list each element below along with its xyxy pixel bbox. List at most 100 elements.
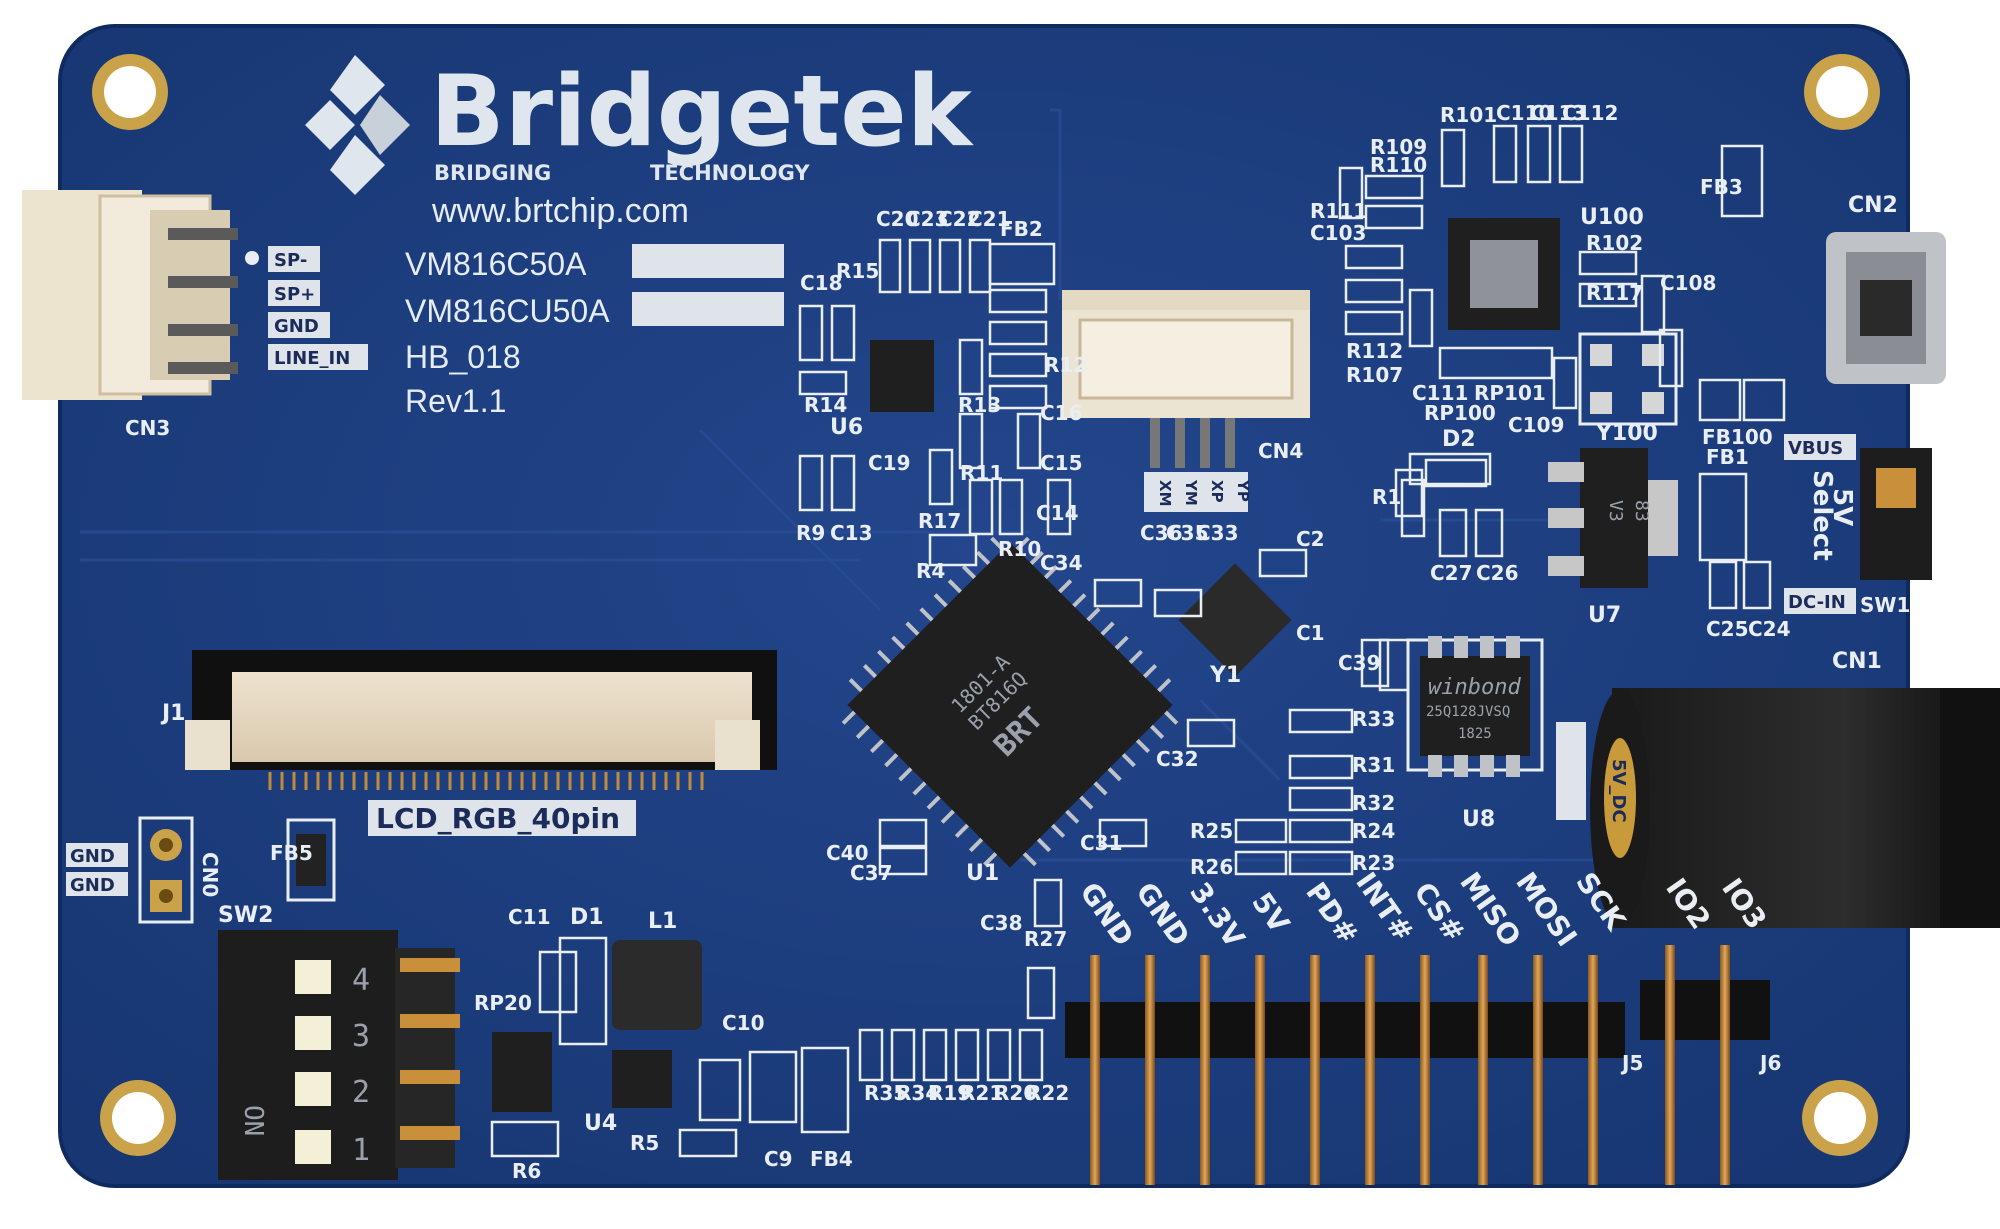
designator-c103: C103 <box>1310 221 1366 245</box>
u7-line-2: 83 <box>1631 500 1652 522</box>
sw2-dip-switch[interactable] <box>218 930 460 1180</box>
designator-rp20: RP20 <box>474 991 532 1015</box>
designator-r20: R20 <box>994 1081 1037 1105</box>
designator-u7: U7 <box>1588 603 1621 628</box>
vbus-label: VBUS <box>1788 438 1843 459</box>
designator-c37: C37 <box>850 861 893 885</box>
designator-rp100: RP100 <box>1424 401 1496 425</box>
designator-c36: C36 <box>1140 521 1183 545</box>
j1-label: J1 <box>160 701 186 726</box>
designator-fb1: FB1 <box>1706 445 1749 469</box>
gnd-label-bottom: GND <box>70 875 115 896</box>
designator-r25: R25 <box>1190 819 1233 843</box>
designator-rp101: RP101 <box>1474 381 1546 405</box>
speaker-label-line-in: LINE_IN <box>274 348 350 369</box>
dip-number-2: 2 <box>352 1075 370 1110</box>
dip-number-3: 3 <box>352 1019 370 1054</box>
designator-c111: C111 <box>1412 381 1468 405</box>
designator-r19: R19 <box>928 1081 971 1105</box>
designator-c25: C25 <box>1706 617 1749 641</box>
model-blank-box-2 <box>632 292 784 326</box>
designator-r13: R13 <box>958 393 1001 417</box>
sw1-label: SW1 <box>1860 593 1910 617</box>
designator-r5: R5 <box>630 1131 659 1155</box>
cn2-label: CN2 <box>1848 193 1898 218</box>
designator-r35: R35 <box>864 1081 907 1105</box>
designator-r23: R23 <box>1352 851 1395 875</box>
logo-name: Bridgetek <box>430 55 975 169</box>
designator-fb5: FB5 <box>270 841 313 865</box>
cn4-pin-yp: YP <box>1234 479 1252 502</box>
board-revision: Rev1.1 <box>405 383 506 419</box>
designator-r21: R21 <box>960 1081 1003 1105</box>
designator-l1: L1 <box>648 909 677 934</box>
logo-tagline-right: TECHNOLOGY <box>650 161 810 185</box>
pcb-traces <box>80 108 1600 1060</box>
designator-c1: C1 <box>1296 621 1325 645</box>
designator-c108: C108 <box>1660 271 1716 295</box>
designator-u8: U8 <box>1462 807 1495 832</box>
designator-r9: R9 <box>796 521 825 545</box>
designator-labels: U1 U4 U6 U7 U8 U100 Y1 Y100 D1 D2 L1 R1 … <box>270 101 1791 1183</box>
designator-c2: C2 <box>1296 527 1325 551</box>
designator-c31: C31 <box>1080 831 1123 855</box>
designator-r32: R32 <box>1352 791 1395 815</box>
dip-number-4: 4 <box>352 963 370 998</box>
cn3-label: CN3 <box>125 416 170 440</box>
designator-r110: R110 <box>1370 153 1427 177</box>
designator-d2: D2 <box>1442 427 1476 452</box>
designator-c19: C19 <box>868 451 911 475</box>
designator-r117: R117 <box>1586 281 1643 305</box>
designator-c40: C40 <box>826 841 869 865</box>
u8-line-2: 1825 <box>1458 726 1492 742</box>
designator-fb100: FB100 <box>1702 425 1773 449</box>
designator-c112: C112 <box>1562 101 1618 125</box>
u7-line-1: V3 <box>1605 500 1626 522</box>
model-label-1: VM816C50A <box>405 246 587 282</box>
sw1-slide-switch[interactable] <box>1860 448 1932 580</box>
designator-c14: C14 <box>1036 501 1079 525</box>
select-5v-label: 5V <box>1827 488 1857 526</box>
designator-fb4: FB4 <box>810 1147 853 1171</box>
designator-r6: R6 <box>512 1159 541 1183</box>
designator-c21: C21 <box>968 207 1011 231</box>
designator-d1: D1 <box>570 905 604 930</box>
designator-r14: R14 <box>804 393 847 417</box>
cn4-pin-labels: XM YM XP YP <box>1156 479 1252 507</box>
designator-c24: C24 <box>1748 617 1791 641</box>
model-blank-box-1 <box>632 244 784 278</box>
designator-r27: R27 <box>1024 927 1067 951</box>
designator-r26: R26 <box>1190 855 1233 879</box>
cn1-label: CN1 <box>1832 649 1882 674</box>
speaker-label-sp-plus: SP+ <box>274 284 315 305</box>
designator-c9: C9 <box>764 1147 793 1171</box>
logo-tagline-left: BRIDGING <box>434 161 551 185</box>
mounting-holes <box>92 54 1880 1156</box>
cn4-pin-xm: XM <box>1156 480 1174 507</box>
designator-c113: C113 <box>1530 101 1586 125</box>
bridgetek-logo-mark <box>305 55 410 195</box>
dc-5v-label: 5V_DC <box>1608 759 1629 823</box>
designator-c11: C11 <box>508 905 551 929</box>
designator-r4: R4 <box>916 559 945 583</box>
board-id: HB_018 <box>405 339 521 375</box>
designator-r112: R112 <box>1346 339 1403 363</box>
designator-r101: R101 <box>1440 103 1497 127</box>
designator-c109: C109 <box>1508 413 1564 437</box>
logo-url: www.brtchip.com <box>431 192 689 230</box>
designator-c33: C33 <box>1196 521 1239 545</box>
dcin-label: DC-IN <box>1788 592 1846 613</box>
passive-components <box>490 124 1786 1158</box>
designator-c32: C32 <box>1156 747 1199 771</box>
cn4-pin-xp: XP <box>1208 480 1226 503</box>
speaker-labels: SP- SP+ GND LINE_IN <box>268 246 368 370</box>
dip-on-label: ON <box>238 1105 268 1136</box>
designator-u1: U1 <box>966 861 999 886</box>
designator-r34: R34 <box>896 1081 939 1105</box>
cn0-pads <box>138 816 194 924</box>
designator-c18: C18 <box>800 271 843 295</box>
designator-c34: C34 <box>1040 551 1083 575</box>
designator-u4: U4 <box>584 1111 617 1136</box>
designator-u100: U100 <box>1580 205 1644 230</box>
designator-r107: R107 <box>1346 363 1403 387</box>
